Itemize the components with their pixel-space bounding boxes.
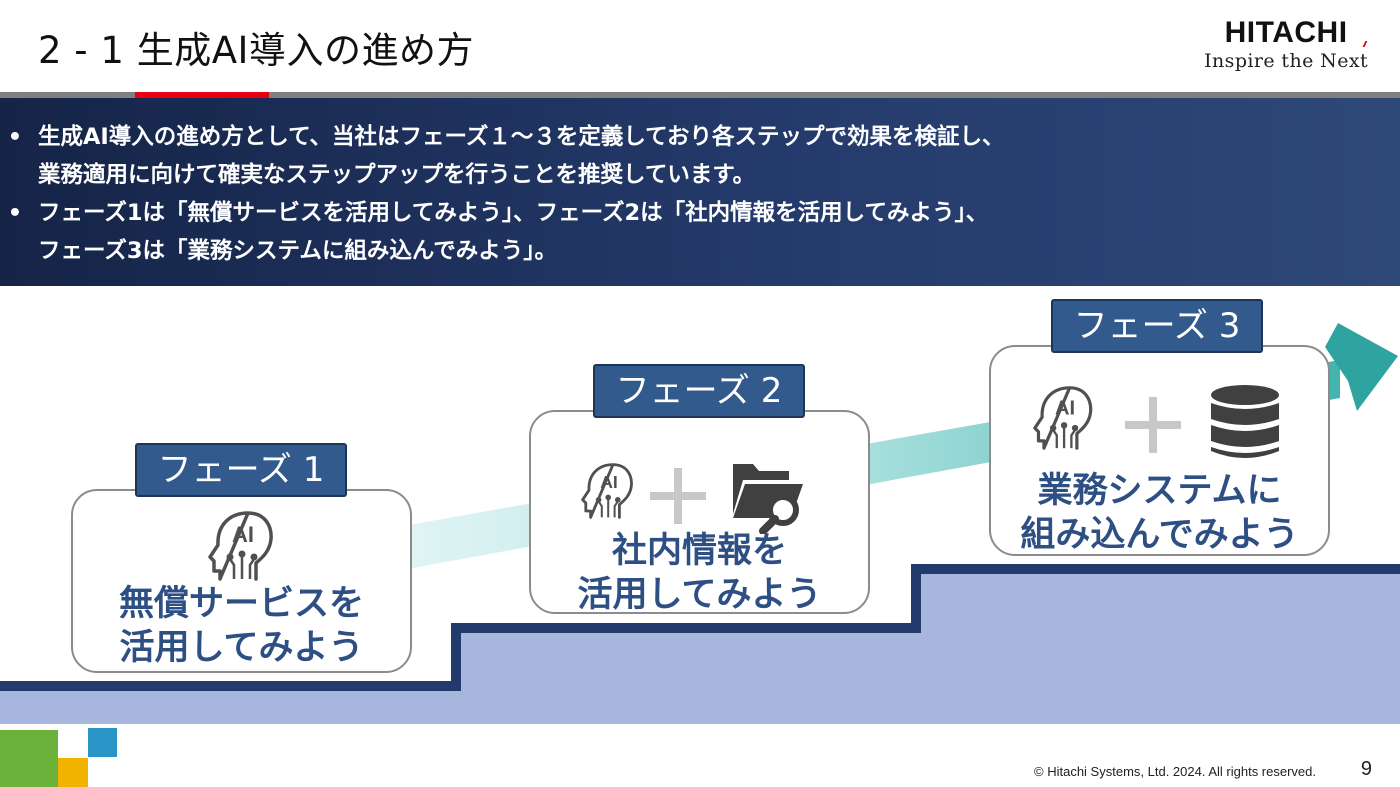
summary-banner: • 生成AI導入の進め方として、当社はフェーズ１～３を定義しており各ステップで効… bbox=[0, 98, 1400, 286]
phase-2-title: 社内情報を 活用してみよう bbox=[531, 529, 868, 617]
phase-3-title-line1: 業務システムに bbox=[1037, 471, 1282, 511]
title-divider-accent bbox=[135, 92, 269, 98]
footer-square-blue bbox=[88, 728, 117, 757]
footer-square-green bbox=[0, 730, 58, 787]
stairs-fill bbox=[0, 569, 1400, 724]
stairs-edge bbox=[0, 564, 1400, 691]
ai-label: AI bbox=[600, 472, 618, 492]
phase-1-title-line2: 活用してみよう bbox=[119, 628, 364, 668]
slide-title: 2 - 1 生成AI導入の進め方 bbox=[38, 29, 474, 72]
hitachi-logo: HITACHI Inspire the Next bbox=[1204, 18, 1374, 72]
ai-head-icon: AI bbox=[208, 511, 273, 581]
bullet-marker: • bbox=[7, 124, 23, 150]
ai-head-icon: AI bbox=[1033, 386, 1093, 450]
summary-bullet-2-line1: フェーズ1は「無償サービスを活用してみよう」、フェーズ2は「社内情報を活用してみ… bbox=[38, 200, 989, 226]
phase-2-title-line1: 社内情報を bbox=[611, 531, 787, 571]
logo-tagline: Inspire the Next bbox=[1204, 50, 1368, 72]
phase-2-title-line2: 活用してみよう bbox=[577, 575, 822, 615]
phase-3-title: 業務システムに 組み込んでみよう bbox=[991, 469, 1328, 557]
summary-bullet-2: • フェーズ1は「無償サービスを活用してみよう」、フェーズ2は「社内情報を活用し… bbox=[0, 194, 1400, 270]
ai-label: AI bbox=[232, 522, 254, 547]
phase-1-tab: フェーズ 1 bbox=[135, 443, 347, 497]
phase-3-tab: フェーズ 3 bbox=[1051, 299, 1263, 353]
summary-bullet-1-line2: 業務適用に向けて確実なステップアップを行うことを推奨しています。 bbox=[38, 162, 756, 188]
database-icon bbox=[1211, 385, 1279, 458]
summary-bullet-2-line2: フェーズ3は「業務システムに組み込んでみよう」。 bbox=[38, 238, 557, 264]
progress-arrow-head bbox=[1325, 323, 1398, 411]
plus-icon bbox=[1125, 397, 1181, 453]
phase-2-card: AI 社内情報を 活用してみよう bbox=[529, 410, 870, 617]
plus-icon bbox=[650, 468, 706, 524]
logo-wordmark: HITACHI bbox=[1204, 18, 1374, 48]
phase-2-tab: フェーズ 2 bbox=[593, 364, 805, 418]
summary-bullet-1-line1: 生成AI導入の進め方として、当社はフェーズ１～３を定義しており各ステップで効果を… bbox=[38, 124, 1005, 150]
phase-3-card: AI 業務システムに 組み込んでみよう bbox=[989, 345, 1330, 556]
bullet-marker: • bbox=[7, 200, 23, 226]
ai-head-icon: AI bbox=[581, 463, 633, 519]
phase-1-title: 無償サービスを 活用してみよう bbox=[73, 582, 410, 670]
ai-label: AI bbox=[1055, 397, 1075, 419]
phase-1-title-line1: 無償サービスを bbox=[118, 584, 364, 624]
copyright-notice: © Hitachi Systems, Ltd. 2024. All rights… bbox=[1034, 764, 1316, 779]
phase-1-card: AI 無償サービスを 活用してみよう bbox=[71, 489, 412, 673]
title-divider bbox=[0, 92, 1400, 98]
summary-list: • 生成AI導入の進め方として、当社はフェーズ１～３を定義しており各ステップで効… bbox=[0, 98, 1400, 270]
phase-3-title-line2: 組み込んでみよう bbox=[1020, 515, 1299, 555]
footer-square-yellow bbox=[58, 758, 88, 787]
folder-search-icon bbox=[733, 464, 803, 534]
page-number: 9 bbox=[1360, 758, 1372, 780]
summary-bullet-1: • 生成AI導入の進め方として、当社はフェーズ１～３を定義しており各ステップで効… bbox=[0, 118, 1400, 194]
